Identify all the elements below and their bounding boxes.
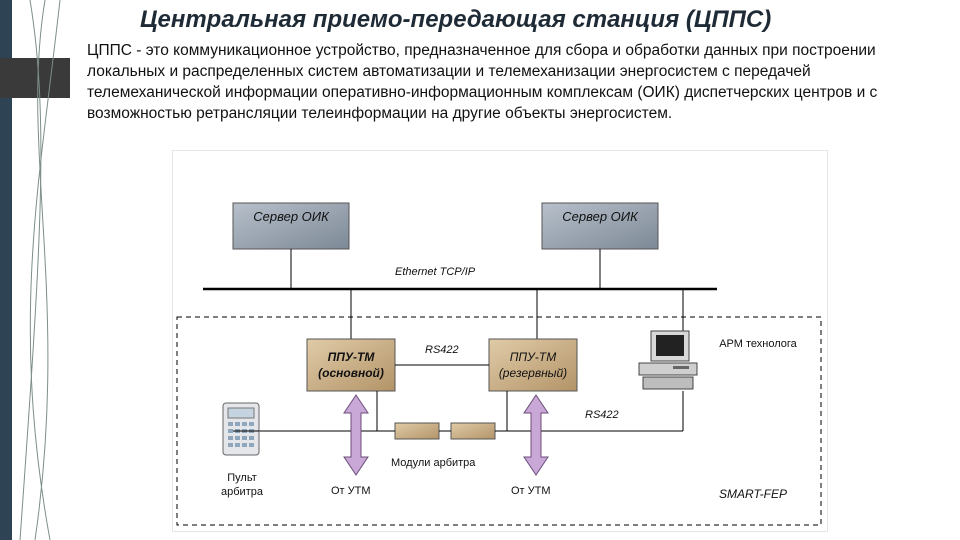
utm-arrow-right <box>523 394 549 476</box>
intro-paragraph: ЦППС - это коммуникационное устройство, … <box>87 42 878 122</box>
arm-label: АРМ технолога <box>719 338 797 350</box>
left-accent-tab <box>0 58 70 98</box>
ppu-reserve-role: (резервный) <box>498 366 568 380</box>
ppu-main-role: (основной) <box>318 366 384 380</box>
smart-fep-label: SMART-FEP <box>719 487 788 501</box>
workstation-icon <box>638 330 698 390</box>
server-right-label: Сервер ОИК <box>562 209 638 224</box>
arbiter-module-left <box>394 422 440 440</box>
ethernet-label: Ethernet TCP/IP <box>395 266 476 278</box>
server-left-label: Сервер ОИК <box>253 209 329 224</box>
diagram-lines <box>176 202 822 526</box>
rs422-top-label: RS422 <box>425 344 459 356</box>
arbiter-remote-icon <box>222 402 260 456</box>
rs422-bottom-label: RS422 <box>585 409 619 421</box>
arbiter-modules-label: Модули арбитра <box>391 457 476 469</box>
left-accent-bar <box>0 0 12 540</box>
ppu-main-name: ППУ-ТМ <box>327 350 375 364</box>
decorative-curves <box>19 0 61 540</box>
from-utm-left-label: От УТМ <box>331 485 371 497</box>
arbiter-module-right <box>450 422 496 440</box>
ppu-reserve-name: ППУ-ТМ <box>509 350 557 364</box>
slide-title: Центральная приемо-передающая станция (Ц… <box>140 6 772 33</box>
network-diagram: Сервер ОИК Сервер ОИК Ethernet TCP/IP ПП… <box>172 150 828 532</box>
server-left-box <box>232 202 350 250</box>
arbiter-remote-label: Пульт арбитра <box>221 472 263 498</box>
server-right-box <box>541 202 659 250</box>
ppu-main-box <box>306 338 396 392</box>
from-utm-right-label: От УТМ <box>511 485 551 497</box>
smart-fep-boundary <box>176 316 822 526</box>
utm-arrow-left <box>343 394 369 476</box>
